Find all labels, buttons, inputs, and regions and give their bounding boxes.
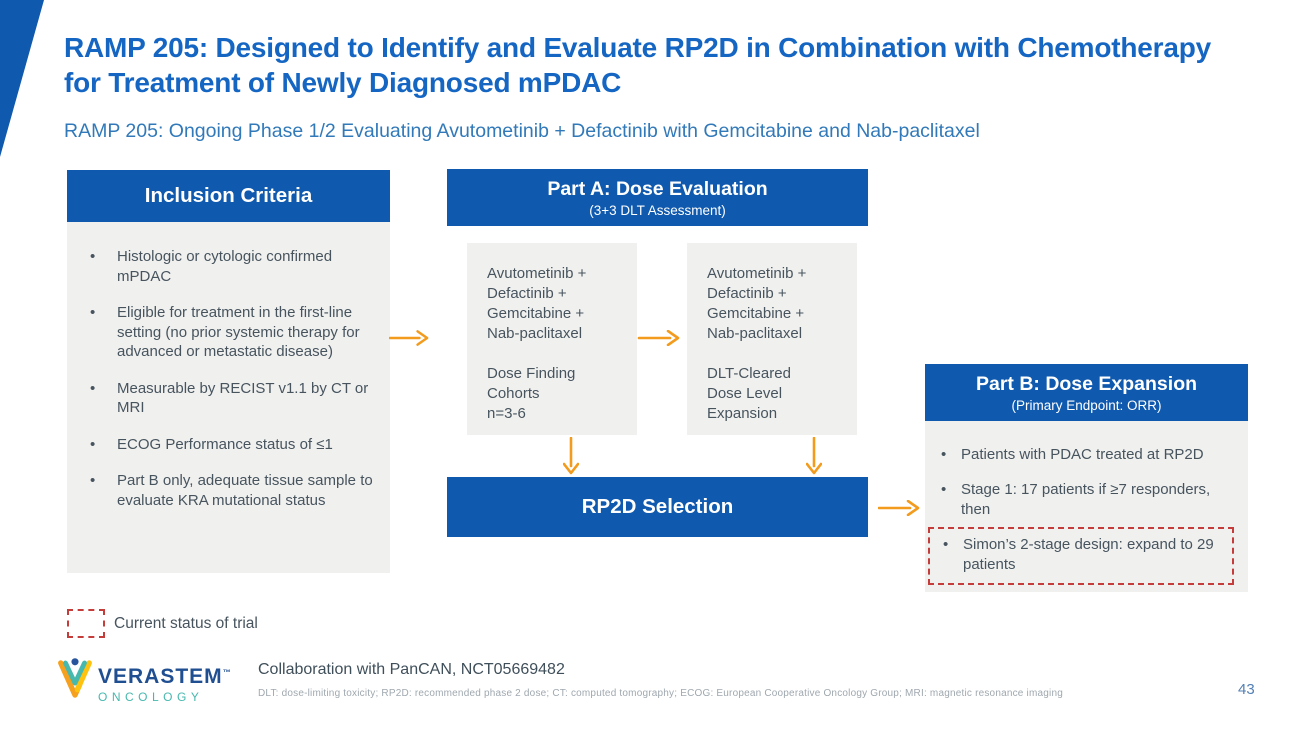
list-item-text: ECOG Performance status of ≤1 [117,435,333,453]
dlt-cleared-box: Avutometinib + Defactinib + Gemcitabine … [687,243,857,435]
dashed-status-box-icon [67,609,105,638]
current-status-legend: Current status of trial [67,609,258,638]
logo-mark-icon [58,658,92,698]
logo-subtext: ONCOLOGY [98,690,204,704]
collaboration-note: Collaboration with PanCAN, NCT05669482 [258,661,565,678]
flow-arrow-right-icon [878,500,920,516]
legend-label: Current status of trial [114,614,258,632]
flow-arrow-down-icon [806,437,822,475]
part-b-header: Part B: Dose Expansion (Primary Endpoint… [925,364,1248,421]
rp2d-selection-banner: RP2D Selection [447,477,868,537]
inclusion-criteria-title: Inclusion Criteria [144,184,313,207]
corner-accent-shape [0,0,44,157]
part-a-title: Part A: Dose Evaluation [547,177,768,200]
page-title: RAMP 205: Designed to Identify and Evalu… [64,32,1212,98]
list-item-text: Part B only, adequate tissue sample to e… [117,472,373,509]
inclusion-criteria-header: Inclusion Criteria [67,170,390,222]
page-number: 43 [1238,681,1255,698]
list-item: Eligible for treatment in the first-line… [67,303,378,362]
list-item: Patients with PDAC treated at RP2D [925,445,1234,465]
part-b-title: Part B: Dose Expansion [975,372,1198,395]
list-item-text: Stage 1: 17 patients if ≥7 responders, t… [961,481,1211,518]
list-item: Part B only, adequate tissue sample to e… [67,471,378,510]
part-b-subtitle: (Primary Endpoint: ORR) [1011,397,1162,413]
page-subtitle: RAMP 205: Ongoing Phase 1/2 Evaluating A… [64,120,980,142]
dose-finding-box: Avutometinib + Defactinib + Gemcitabine … [467,243,637,435]
list-item-text: Simon’s 2-stage design: expand to 29 pat… [963,536,1214,573]
list-item: Stage 1: 17 patients if ≥7 responders, t… [925,480,1234,520]
part-a-header: Part A: Dose Evaluation (3+3 DLT Assessm… [447,169,868,226]
list-item-text: Measurable by RECIST v1.1 by CT or MRI [117,379,369,417]
abbreviations-footnote: DLT: dose-limiting toxicity; RP2D: recom… [258,688,1063,699]
logo-word-text: VERASTEM [98,665,223,688]
list-item: ECOG Performance status of ≤1 [67,435,378,455]
list-item: Histologic or cytologic confirmed mPDAC [67,247,378,286]
trademark-symbol: ™ [222,668,232,677]
part-b-panel: Patients with PDAC treated at RP2D Stage … [925,421,1248,592]
inclusion-criteria-list: Histologic or cytologic confirmed mPDAC E… [67,222,390,510]
logo-wordmark: VERASTEM™ ONCOLOGY [98,663,232,704]
list-item-text: Eligible for treatment in the first-line… [117,304,360,360]
logo-word: VERASTEM™ [98,663,232,687]
verastem-logo: VERASTEM™ ONCOLOGY [57,657,232,704]
flow-arrow-right-icon [637,330,681,346]
part-b-list: Patients with PDAC treated at RP2D Stage … [925,421,1248,585]
list-item-text: Histologic or cytologic confirmed mPDAC [117,248,333,285]
flow-arrow-down-icon [563,437,579,475]
part-a-subtitle: (3+3 DLT Assessment) [589,202,726,218]
list-item: Simon’s 2-stage design: expand to 29 pat… [928,527,1234,585]
flow-arrow-right-icon [389,330,429,346]
list-item-text: Patients with PDAC treated at RP2D [961,446,1204,463]
list-item: Measurable by RECIST v1.1 by CT or MRI [67,379,378,418]
inclusion-criteria-panel: Histologic or cytologic confirmed mPDAC E… [67,222,390,573]
